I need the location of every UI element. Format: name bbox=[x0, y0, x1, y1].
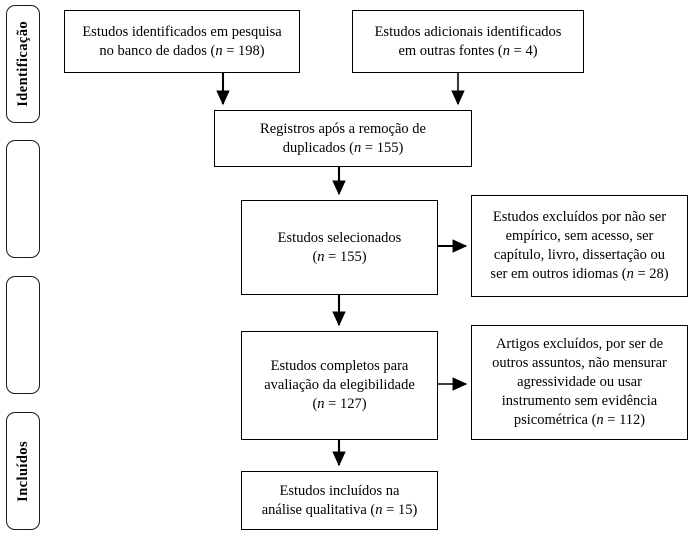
stage-label-3 bbox=[6, 276, 40, 394]
full-text-assessed-text: Estudos completos para avaliação da eleg… bbox=[264, 358, 415, 412]
full-text-excluded-text: Artigos excluídos, por ser de outros ass… bbox=[492, 336, 667, 428]
stage-label-identificacao: Identificação bbox=[6, 5, 40, 123]
records-excluded-text: Estudos excluídos por não ser empírico, … bbox=[490, 209, 669, 282]
stage-label-identificacao-text: Identificação bbox=[14, 21, 31, 107]
identified-database-box: Estudos identificados em pesquisa no ban… bbox=[64, 10, 300, 73]
full-text-assessed-box: Estudos completos para avaliação da eleg… bbox=[241, 331, 438, 440]
full-text-excluded-box: Artigos excluídos, por ser de outros ass… bbox=[471, 325, 688, 440]
identified-other-sources-text: Estudos adicionais identificados em outr… bbox=[374, 23, 562, 59]
identified-database-text: Estudos identificados em pesquisa no ban… bbox=[82, 23, 282, 59]
stage-label-2 bbox=[6, 140, 40, 258]
studies-included-box: Estudos incluídos na análise qualitativa… bbox=[241, 471, 438, 530]
studies-included-text: Estudos incluídos na análise qualitativa… bbox=[261, 482, 418, 518]
records-screened-box: Estudos selecionados (n = 155) bbox=[241, 200, 438, 295]
stage-label-incluidos: Incluídos bbox=[6, 412, 40, 530]
records-screened-text: Estudos selecionados (n = 155) bbox=[277, 229, 402, 265]
records-excluded-box: Estudos excluídos por não ser empírico, … bbox=[471, 195, 688, 297]
identified-other-sources-box: Estudos adicionais identificados em outr… bbox=[352, 10, 584, 73]
records-after-duplicates-text: Registros após a remoção de duplicados (… bbox=[260, 120, 426, 156]
records-after-duplicates-box: Registros após a remoção de duplicados (… bbox=[214, 110, 472, 167]
stage-label-incluidos-text: Incluídos bbox=[14, 440, 31, 502]
